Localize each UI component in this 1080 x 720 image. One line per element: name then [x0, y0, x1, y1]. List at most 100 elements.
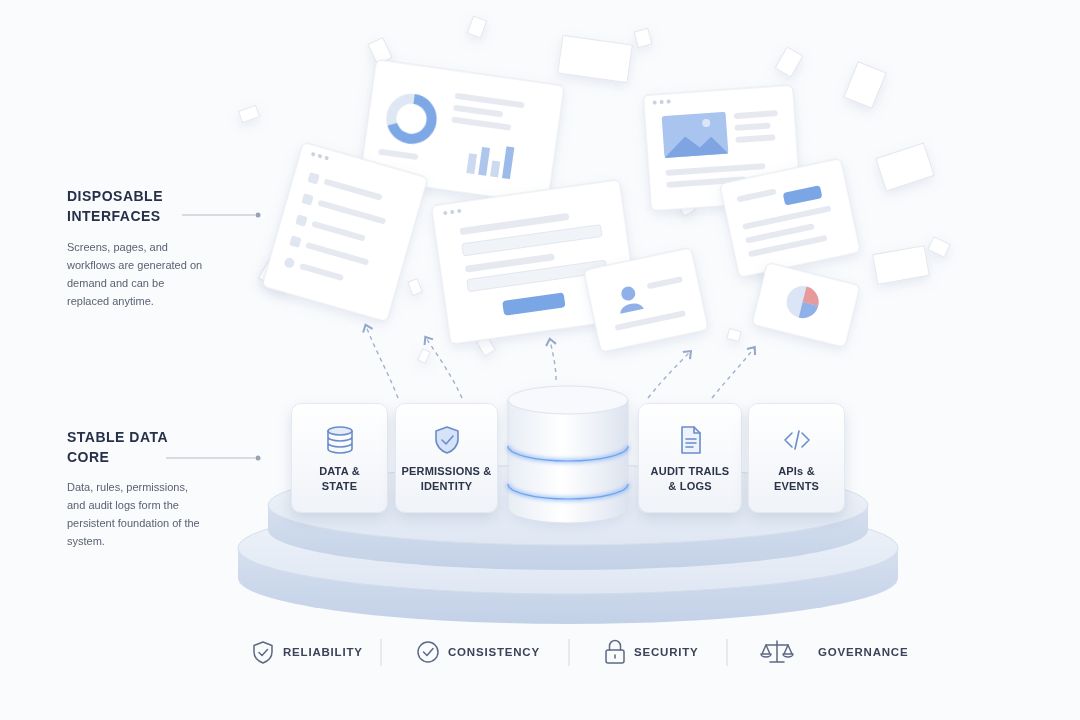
database-cylinder-part	[508, 484, 628, 499]
block-text-group: APIs & EVENTS	[749, 464, 844, 494]
block-text-group: PERMISSIONS & IDENTITY	[396, 464, 497, 494]
dashboard-page-part	[451, 116, 511, 130]
separators	[381, 639, 727, 666]
property-icons-part	[259, 650, 268, 656]
paper-fragments-part	[634, 28, 652, 47]
list-page-part	[262, 142, 428, 322]
property-icons-part	[254, 642, 272, 663]
icon-stroke	[436, 427, 458, 453]
image-page-part	[734, 110, 778, 119]
paper-fragments-part	[238, 105, 259, 122]
leader-lines-part	[182, 215, 255, 216]
image-page-part	[666, 99, 670, 103]
profile-page	[583, 247, 708, 352]
list-page-part	[311, 221, 366, 242]
separators-part	[381, 639, 382, 666]
property-icons-part	[761, 645, 771, 657]
chart-page-part	[783, 283, 822, 322]
leader-lines-part	[166, 458, 255, 459]
profile-page-part	[647, 276, 683, 289]
database-cylinder-part	[508, 400, 628, 523]
icon-stroke	[785, 431, 809, 449]
list-page-part	[317, 154, 322, 159]
chip-page-part	[719, 158, 860, 278]
generation-arrows-part	[648, 352, 690, 398]
list-page	[262, 142, 428, 322]
list-page-part	[317, 200, 386, 225]
core-block: DATA & STATE	[291, 403, 388, 513]
icon-stroke	[682, 427, 700, 453]
icon-stroke	[442, 436, 453, 444]
icon-stroke	[328, 431, 352, 453]
form-page-part	[450, 210, 455, 215]
list-page-part	[305, 242, 369, 266]
image-page-part	[702, 119, 711, 128]
list-page-part	[301, 193, 313, 205]
form-page-part	[502, 292, 565, 315]
form-page-part	[457, 209, 462, 214]
dashboard-page-part	[466, 153, 477, 174]
dashboard-page-part	[502, 146, 514, 179]
image-page-part	[665, 163, 765, 176]
database-cylinder-part	[508, 484, 628, 499]
dashboard-page-part	[478, 147, 490, 176]
generation-arrows-part	[550, 340, 556, 380]
block-icon	[781, 424, 813, 456]
image-page-part	[663, 134, 728, 158]
separators-part	[569, 639, 570, 666]
form-page-part	[462, 225, 602, 256]
paper-fragments	[238, 16, 950, 363]
profile-page-part	[619, 301, 644, 313]
paper-fragments-part	[775, 47, 803, 77]
image-page-part	[653, 100, 657, 104]
chart-page	[752, 262, 861, 347]
icon-stroke	[328, 427, 352, 435]
leader-lines	[166, 213, 261, 461]
paper-fragments-part	[873, 246, 929, 285]
list-page-part	[295, 214, 307, 226]
generation-arrows-part	[712, 348, 754, 398]
leader-lines-part	[256, 456, 261, 461]
chip-page-part	[748, 235, 827, 258]
paper-fragments-part	[467, 16, 486, 38]
list-page-part	[311, 152, 316, 157]
property-icons	[254, 641, 793, 663]
block-label: APIs & EVENTS	[763, 464, 830, 494]
list-page-part	[299, 263, 344, 281]
chart-page-part	[799, 302, 818, 321]
chip-page-part	[783, 185, 823, 206]
paper-fragments-part	[558, 35, 633, 82]
block-label: DATA & STATE	[306, 464, 373, 494]
profile-page-part	[615, 310, 687, 331]
property-label: SECURITY	[634, 644, 699, 660]
dashboard-page-part	[378, 149, 418, 161]
generation-arrows-part	[426, 338, 462, 398]
leader-lines-part	[256, 213, 261, 218]
list-page-part	[289, 236, 301, 248]
database-cylinder-part	[508, 386, 628, 414]
chart-page-part	[752, 262, 861, 347]
profile-page-part	[620, 285, 637, 302]
dashboard-page-part	[490, 160, 500, 177]
block-icon	[324, 424, 356, 456]
core-block: APIs & EVENTS	[748, 403, 845, 513]
section-description: Screens, pages, and workflows are genera…	[67, 238, 205, 310]
section-heading: DISPOSABLE INTERFACES	[67, 186, 169, 226]
chip-page-part	[742, 205, 831, 230]
database-cylinder-part	[508, 446, 628, 461]
dashboard-page-part	[453, 105, 503, 118]
list-page-part	[323, 178, 382, 200]
section-description: Data, rules, permissions, and audit logs…	[67, 478, 205, 550]
list-page-part	[324, 156, 329, 161]
generation-arrows-part	[366, 326, 398, 398]
dashboard-page-part	[391, 97, 435, 142]
block-icon	[674, 424, 706, 456]
property-icons-part	[610, 641, 621, 650]
dashboard-page-part	[389, 96, 434, 141]
section-heading: STABLE DATA CORE	[67, 427, 169, 467]
paper-fragments-part	[418, 349, 430, 363]
chip-page-part	[736, 188, 776, 202]
property-label: CONSISTENCY	[448, 644, 540, 660]
chip-page	[719, 158, 860, 278]
